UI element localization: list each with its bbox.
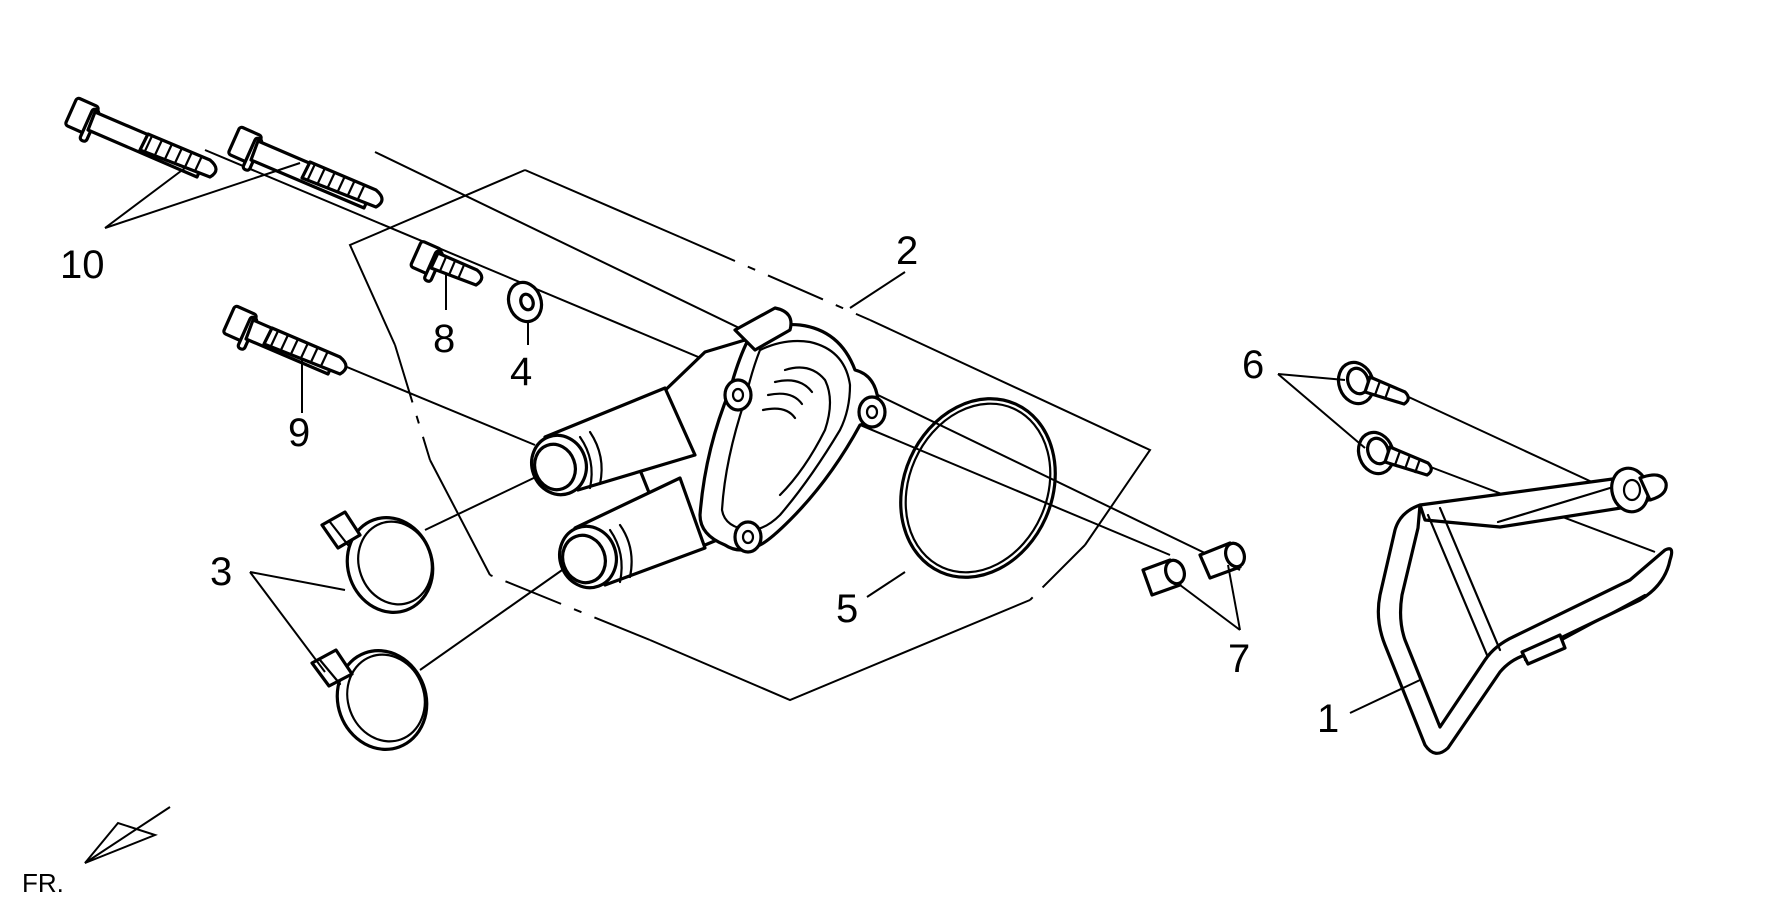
dowel-pin-7-lower[interactable] bbox=[1141, 558, 1188, 597]
leader-lines bbox=[104, 162, 1421, 714]
callout-2: 2 bbox=[896, 229, 918, 273]
bolt-9[interactable] bbox=[222, 304, 348, 376]
callout-3: 3 bbox=[210, 550, 232, 594]
callout-7: 7 bbox=[1228, 637, 1250, 681]
o-ring-5[interactable] bbox=[873, 374, 1083, 602]
assembly-axis-lines bbox=[204, 149, 1656, 671]
assembly-boundary bbox=[348, 169, 1152, 702]
front-label: FR. bbox=[22, 868, 64, 898]
bolt-10-upper[interactable] bbox=[64, 96, 218, 179]
callout-6: 6 bbox=[1242, 343, 1264, 387]
guard-bracket-1[interactable] bbox=[1376, 464, 1674, 755]
front-direction-indicator: FR. bbox=[22, 806, 171, 898]
callout-5: 5 bbox=[836, 587, 858, 631]
bolt-6-lower[interactable] bbox=[1353, 427, 1433, 478]
callout-labels: 1 2 3 4 5 6 7 8 9 10 bbox=[60, 229, 1339, 741]
callout-10: 10 bbox=[60, 243, 105, 287]
bolt-8[interactable] bbox=[409, 240, 484, 287]
hose-clamp-3-lower[interactable] bbox=[310, 638, 440, 762]
bolt-6-upper[interactable] bbox=[1333, 357, 1410, 408]
pump-cover-2[interactable] bbox=[523, 306, 887, 596]
washer-4[interactable] bbox=[503, 278, 547, 327]
front-arrow-icon bbox=[84, 806, 171, 864]
callout-9: 9 bbox=[288, 411, 310, 455]
dowel-pin-7-upper[interactable] bbox=[1198, 541, 1248, 580]
callout-8: 8 bbox=[433, 317, 455, 361]
callout-4: 4 bbox=[510, 350, 532, 394]
callout-1: 1 bbox=[1317, 697, 1339, 741]
hose-clamp-3-upper[interactable] bbox=[320, 506, 446, 625]
bolt-10-lower[interactable] bbox=[227, 125, 384, 210]
